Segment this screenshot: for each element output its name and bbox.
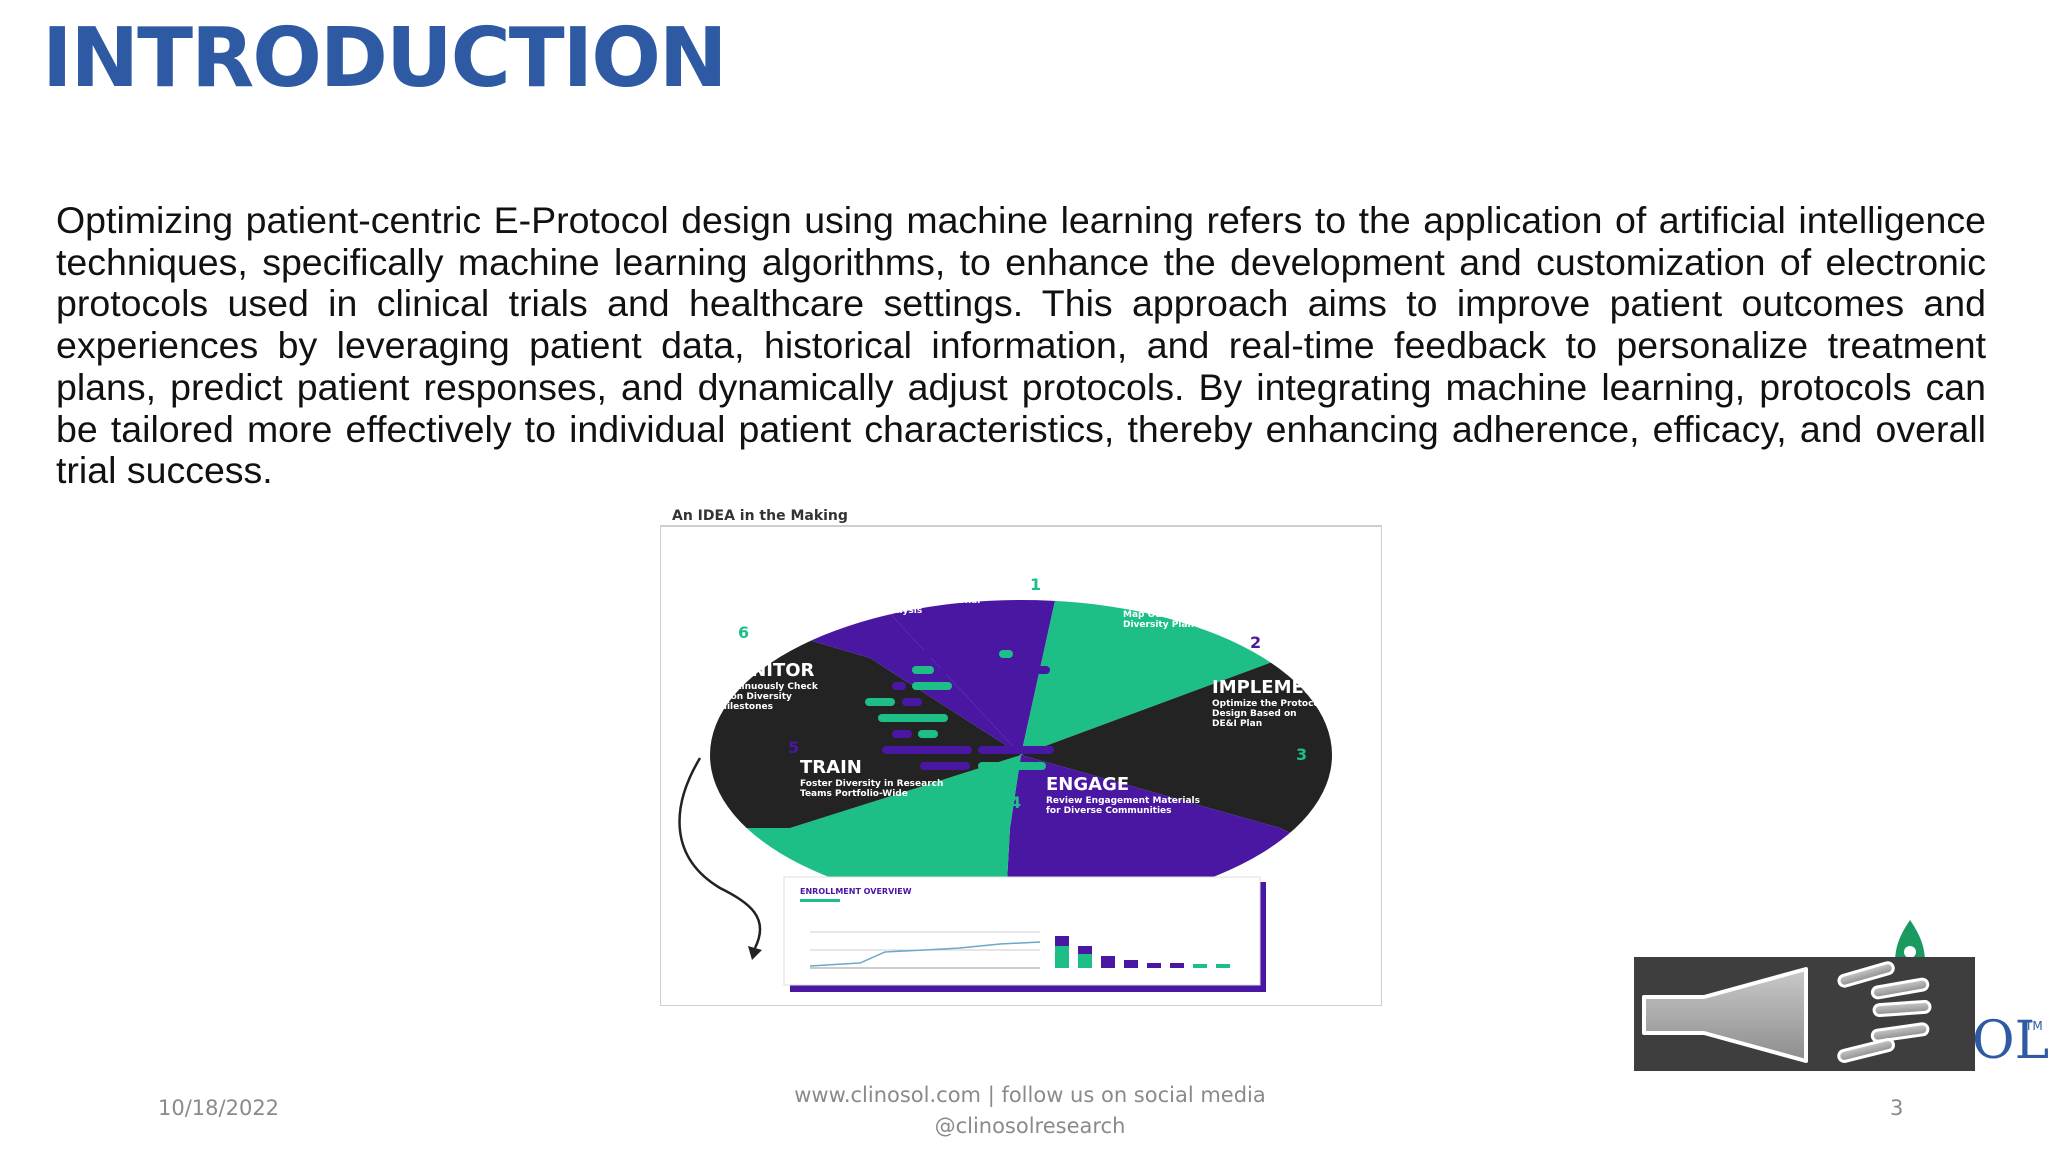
step-2-title: DESIGN (1123, 588, 1200, 609)
step-1-number: 1 (1030, 575, 1041, 594)
step-4-sub2: for Diverse Communities (1046, 806, 1172, 816)
page-number: 3 (1890, 1096, 1904, 1120)
step-2-sub2: Diversity Plan (1123, 620, 1194, 630)
step-4-sub1: Review Engagement Materials (1046, 796, 1200, 806)
segment-implement (1021, 648, 1332, 878)
step-6-sub3: Milestones (718, 702, 773, 712)
speaker-icon (1642, 961, 1932, 1063)
step-5-sub1: Foster Diversity in Research (800, 779, 943, 789)
step-3-sub2: Design Based on (1212, 709, 1297, 719)
step-4-title: ENGAGE (1046, 774, 1129, 795)
step-6-sub1: Continuously Check (718, 682, 819, 692)
segment-research (820, 599, 1075, 755)
step-3-sub3: DE&I Plan (1212, 719, 1262, 729)
step-3-title: IMPLEMENT (1212, 677, 1332, 698)
step-6-number: 6 (738, 623, 749, 642)
footer-website-line1: www.clinosol.com | follow us on social m… (794, 1083, 1266, 1107)
segment-research-end (709, 599, 1021, 755)
center-c-icon (865, 650, 1054, 770)
step-1-sub2: Analysis (880, 606, 922, 616)
step-5-title: TRAIN (800, 757, 862, 778)
arrow-head-icon (748, 946, 762, 960)
step-3-sub1: Optimize the Protocol (1212, 699, 1323, 709)
figure-caption: An IDEA in the Making (672, 508, 848, 524)
idea-cycle-figure: 1 RESEARCH Conduct Situational Analysis … (660, 525, 1382, 1006)
svg-text:TM: TM (2024, 1019, 2043, 1033)
audio-speaker-button[interactable] (1634, 957, 1975, 1071)
enrollment-dashboard: ENROLLMENT OVERVIEW (783, 876, 1266, 992)
step-4-number: 4 (1010, 793, 1021, 812)
step-6-sub2: in on Diversity (718, 692, 792, 702)
step-5-number: 5 (788, 738, 799, 757)
cycle-arrow (678, 757, 762, 949)
svg-text:OL: OL (1972, 1011, 2048, 1071)
slide-title: INTRODUCTION (42, 11, 728, 106)
step-6-title: MONITOR (718, 660, 815, 681)
step-1-title: RESEARCH (880, 574, 987, 595)
step-2-sub1: Map Out a Strategic (1123, 610, 1225, 620)
step-1-sub1: Conduct Situational (880, 596, 980, 606)
step-3-number: 3 (1296, 745, 1307, 764)
footer-website-line2: @clinosolresearch (934, 1114, 1126, 1138)
segment-monitor (709, 608, 1021, 828)
footer-website: www.clinosol.com | follow us on social m… (760, 1080, 1300, 1142)
step-2-number: 2 (1250, 633, 1261, 652)
dashboard-title: ENROLLMENT OVERVIEW (800, 887, 912, 896)
footer-date: 10/18/2022 (158, 1096, 280, 1120)
intro-paragraph: Optimizing patient-centric E-Protocol de… (56, 199, 1986, 492)
step-5-sub2: Teams Portfolio-Wide (800, 789, 908, 799)
segment-design (1021, 599, 1310, 755)
